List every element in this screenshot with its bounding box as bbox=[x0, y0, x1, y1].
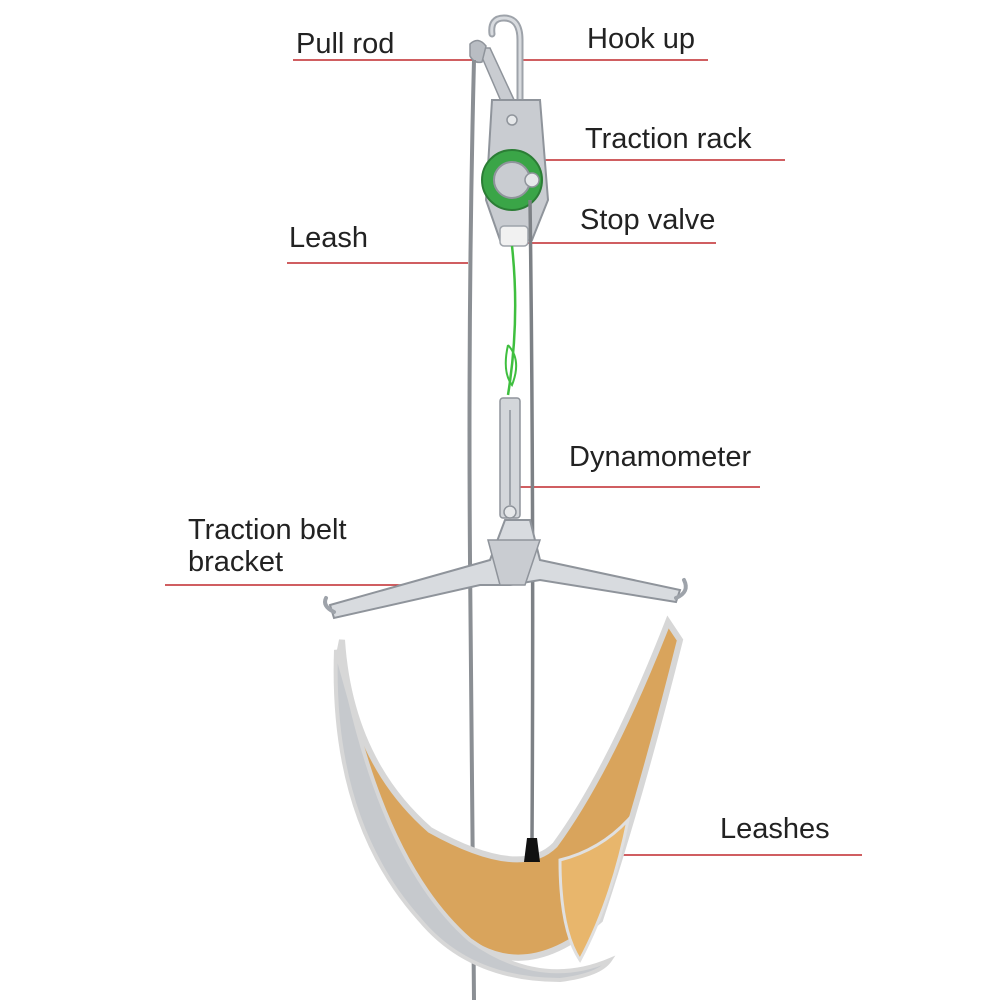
label-traction-belt-bracket: Traction belt bracket bbox=[188, 514, 347, 578]
label-leashes: Leashes bbox=[720, 813, 830, 845]
label-pull-rod: Pull rod bbox=[296, 28, 395, 60]
label-stop-valve: Stop valve bbox=[580, 204, 716, 236]
hook-icon bbox=[488, 14, 524, 104]
rope-stopper bbox=[524, 838, 540, 862]
label-hook-up: Hook up bbox=[587, 23, 696, 55]
traction-belt-bracket bbox=[323, 519, 688, 620]
neck-harness bbox=[333, 615, 684, 983]
control-rope bbox=[528, 199, 535, 841]
stop-valve bbox=[499, 225, 529, 247]
right-hook-icon bbox=[674, 578, 688, 600]
traction-rack bbox=[481, 99, 550, 241]
left-hook-icon bbox=[323, 596, 336, 614]
dynamometer bbox=[499, 397, 521, 519]
leader-lines bbox=[165, 59, 862, 856]
label-traction-rack: Traction rack bbox=[585, 123, 752, 155]
green-rope bbox=[506, 245, 517, 396]
label-dynamometer: Dynamometer bbox=[569, 441, 752, 473]
label-leash: Leash bbox=[289, 222, 369, 254]
